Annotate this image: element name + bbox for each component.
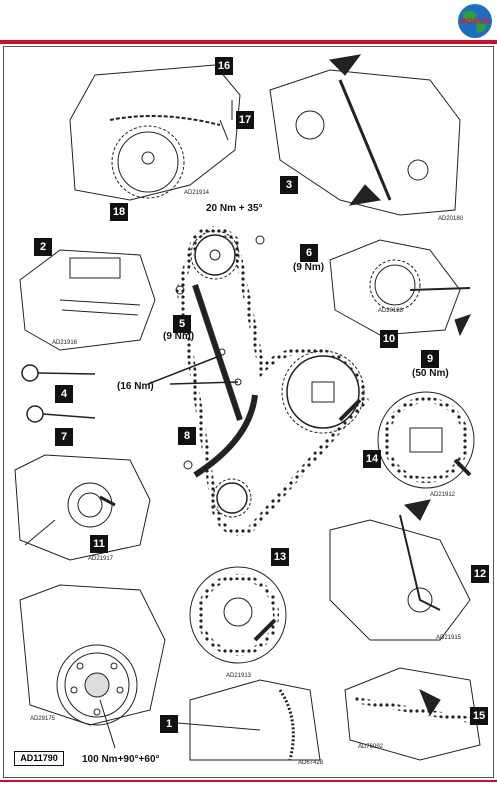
inset-cam-sprocket-locking (69, 64, 241, 201)
tensioner-6-torque-label: (9 Nm) (293, 262, 325, 273)
callout-13: 13 (271, 548, 289, 566)
inset-crank-locking-11 (14, 454, 151, 561)
ref-code-14: AD21912 (430, 492, 456, 498)
footer-accent-line (0, 780, 497, 782)
ref-code-10: AD20188 (378, 308, 404, 314)
inset-tensioner-2 (19, 249, 156, 351)
inset-tool-12 (329, 499, 471, 641)
bosch-logo: BOSCH (457, 3, 493, 39)
ref-code-2: AD21916 (52, 340, 78, 346)
inset-crank-sprocket-13 (189, 566, 287, 664)
inset-tensioner-10 (329, 239, 471, 337)
inset-engine-turning (269, 54, 461, 216)
callout-4: 4 (55, 385, 73, 403)
callout-5: 5 (173, 315, 191, 333)
main-timing-chain (175, 226, 369, 536)
callout-18: 18 (110, 203, 128, 221)
page-header (0, 0, 497, 40)
ref-code-13: AD21913 (226, 673, 252, 679)
callout-14: 14 (363, 450, 381, 468)
callout-6: 6 (300, 244, 318, 262)
callout-2: 2 (34, 238, 52, 256)
ref-code-1: AD67428 (298, 760, 324, 766)
guide-bolts-torque-label: (16 Nm) (117, 381, 154, 392)
callout-9: 9 (421, 350, 439, 368)
ref-code-15: AD76092 (358, 744, 384, 750)
callout-12: 12 (471, 565, 489, 583)
callout-15: 15 (470, 707, 488, 725)
tensioner-5-torque-label: (9 Nm) (163, 331, 195, 342)
figure-reference: AD11790 (14, 751, 64, 766)
ref-code-pulley: AD29175 (30, 716, 56, 722)
ref-code-11: AD21917 (88, 556, 114, 562)
callout-16: 16 (215, 57, 233, 75)
callout-1: 1 (160, 715, 178, 733)
ref-code-12: AD21915 (436, 635, 462, 641)
inset-camshaft-15 (344, 667, 481, 761)
callout-7: 7 (55, 428, 73, 446)
header-accent-line (0, 40, 497, 44)
bosch-globe-icon: BOSCH (458, 4, 492, 38)
guide-bolts-4-7 (21, 354, 239, 423)
callout-11: 11 (90, 535, 108, 553)
ref-code-16: AD21914 (184, 190, 210, 196)
cam-torque-label: 20 Nm + 35° (206, 203, 263, 214)
svg-text:BOSCH: BOSCH (461, 17, 490, 26)
ref-code-3: AD20180 (438, 216, 464, 222)
callout-17: 17 (236, 111, 254, 129)
inset-sprocket-14 (377, 391, 475, 489)
sprocket-9-torque-label: (50 Nm) (412, 368, 449, 379)
inset-crank-pulley (19, 584, 166, 749)
inset-flywheel-1 (177, 679, 321, 761)
callout-10: 10 (380, 330, 398, 348)
callout-8: 8 (178, 427, 196, 445)
callout-3: 3 (280, 176, 298, 194)
crank-bolt-torque-label: 100 Nm+90°+60° (82, 754, 160, 765)
